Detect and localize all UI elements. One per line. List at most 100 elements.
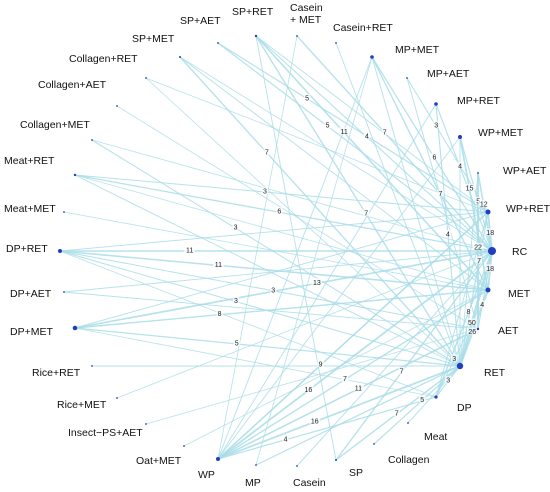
edge-dp-aet-aet	[63, 291, 479, 330]
node-mp	[255, 464, 257, 466]
node-label-casein-ret: Casein+RET	[333, 22, 393, 34]
edge-label: 3	[234, 298, 238, 305]
node-label-rc: RC	[512, 246, 528, 258]
node-label-collagen: Collagen	[388, 454, 430, 466]
edge-label: 3	[446, 378, 450, 385]
edge-label-bg	[456, 162, 464, 170]
edge-dp-ret-aet	[59, 250, 479, 330]
edge-label: 7	[395, 410, 399, 417]
edge-mp-ret-wp	[217, 103, 437, 460]
edge-mp-aet-aet	[406, 77, 479, 330]
edge-label-bg	[184, 246, 195, 253]
node-label-dp-ret: DP+RET	[6, 243, 48, 255]
edge-wp-met-wp	[217, 136, 461, 460]
edge-label: 26	[468, 329, 476, 336]
edge-sp-met-met	[179, 56, 489, 291]
edge-sp-met-ret	[179, 56, 461, 367]
edge-label: 3	[234, 225, 238, 232]
node-label-sp: SP	[349, 467, 363, 479]
edge-label: 7	[438, 191, 442, 198]
edge-label: 3	[271, 287, 275, 294]
edge-dp-ret-met	[59, 250, 489, 291]
edge-dp-ret-dp	[59, 250, 437, 398]
node-label-mp-ret: MP+RET	[457, 95, 500, 107]
edge-label-bg	[465, 307, 472, 315]
node-mp-aet	[406, 77, 408, 79]
edge-mp-ret	[255, 365, 461, 466]
edge-label-bg	[269, 285, 277, 293]
edge-label-bg	[309, 416, 321, 424]
edge-label: 8	[467, 309, 471, 316]
edge-label-bg	[451, 354, 458, 362]
edge-label: 18	[486, 230, 494, 237]
edge-label-bg	[479, 300, 486, 308]
edge-dp-ret-ret	[59, 250, 461, 367]
edge-label: 3	[434, 123, 438, 130]
node-label-rice-ret: Rice+RET	[32, 367, 81, 379]
edge-label-bg	[303, 93, 311, 101]
edge-wp-ret-ret	[459, 211, 489, 367]
edge-wp-dp	[217, 396, 437, 460]
edge-wp-aet-ret	[459, 172, 479, 367]
edge-mp-met-ret	[371, 56, 461, 367]
edge-label: 5	[420, 397, 424, 404]
edge-casein-met-wp	[217, 35, 298, 460]
edge-label: 7	[265, 149, 269, 156]
edge-label-bg	[232, 296, 240, 304]
node-collagen-ret	[145, 77, 147, 79]
edge-meat-ret-wp-ret	[74, 174, 489, 213]
node-casein-ret	[335, 42, 337, 44]
edge-label-bg	[466, 327, 478, 335]
edge-label-bg	[233, 338, 240, 346]
edge-label: 16	[311, 418, 319, 425]
edge-label: 6	[277, 209, 281, 216]
node-label-dp-met: DP+MET	[10, 326, 53, 338]
node-label-wp-met: WP+MET	[478, 127, 524, 139]
edge-label-bg	[212, 260, 224, 268]
edge-label: 7	[400, 369, 404, 376]
edge-dp-met-rc	[74, 250, 493, 329]
node-label-collagen-ret: Collagen+RET	[69, 53, 138, 65]
node-wp-ret	[485, 209, 491, 215]
node-label-met: MET	[508, 288, 531, 300]
node-label-sp-ret: SP+RET	[232, 6, 274, 18]
edge-label-bg	[353, 383, 364, 391]
node-meat	[407, 422, 409, 424]
node-label-ret: RET	[484, 367, 506, 379]
node-dp-ret	[58, 249, 62, 253]
edge-oat-met-met	[183, 289, 489, 447]
node-label-mp: MP	[245, 477, 261, 489]
edge-label-bg	[432, 121, 440, 129]
node-label-dp: DP	[457, 402, 472, 414]
edge-collagen-met-ret	[91, 139, 461, 367]
edge-label-bg	[478, 199, 490, 207]
node-mp-ret	[434, 102, 438, 106]
node-wp-aet	[477, 172, 479, 174]
edge-label-bg	[393, 408, 400, 416]
node-aet	[476, 327, 480, 331]
edge-label-bg	[232, 223, 239, 231]
node-oat-met	[183, 445, 185, 447]
edge-mp-met-mp	[255, 56, 373, 466]
edge-dp-met-wp-ret	[74, 211, 489, 329]
node-label-rice-met: Rice+MET	[57, 399, 107, 411]
edge-label: 4	[446, 232, 450, 239]
edge-label: 9	[319, 362, 323, 369]
edge-dp-met-ret	[74, 327, 461, 367]
node-ret	[456, 362, 464, 370]
node-label-collagen-met: Collagen+MET	[20, 119, 90, 131]
edge-label-bg	[282, 434, 289, 442]
node-label-casein-met: Casein+ MET	[290, 2, 323, 26]
edge-label-bg	[484, 228, 496, 236]
edge-label-bg	[338, 127, 350, 135]
edge-label: 11	[186, 248, 193, 255]
edge-label-bg	[276, 207, 283, 215]
edge-label-bg	[263, 147, 270, 155]
edge-wp-ret-wp	[217, 211, 489, 460]
edge-meat-ret-met	[74, 174, 489, 291]
edge-label-bg	[464, 184, 475, 192]
edge-label: 7	[383, 129, 387, 136]
edge-meat-ret	[407, 365, 461, 424]
node-label-mp-aet: MP+AET	[427, 68, 470, 80]
